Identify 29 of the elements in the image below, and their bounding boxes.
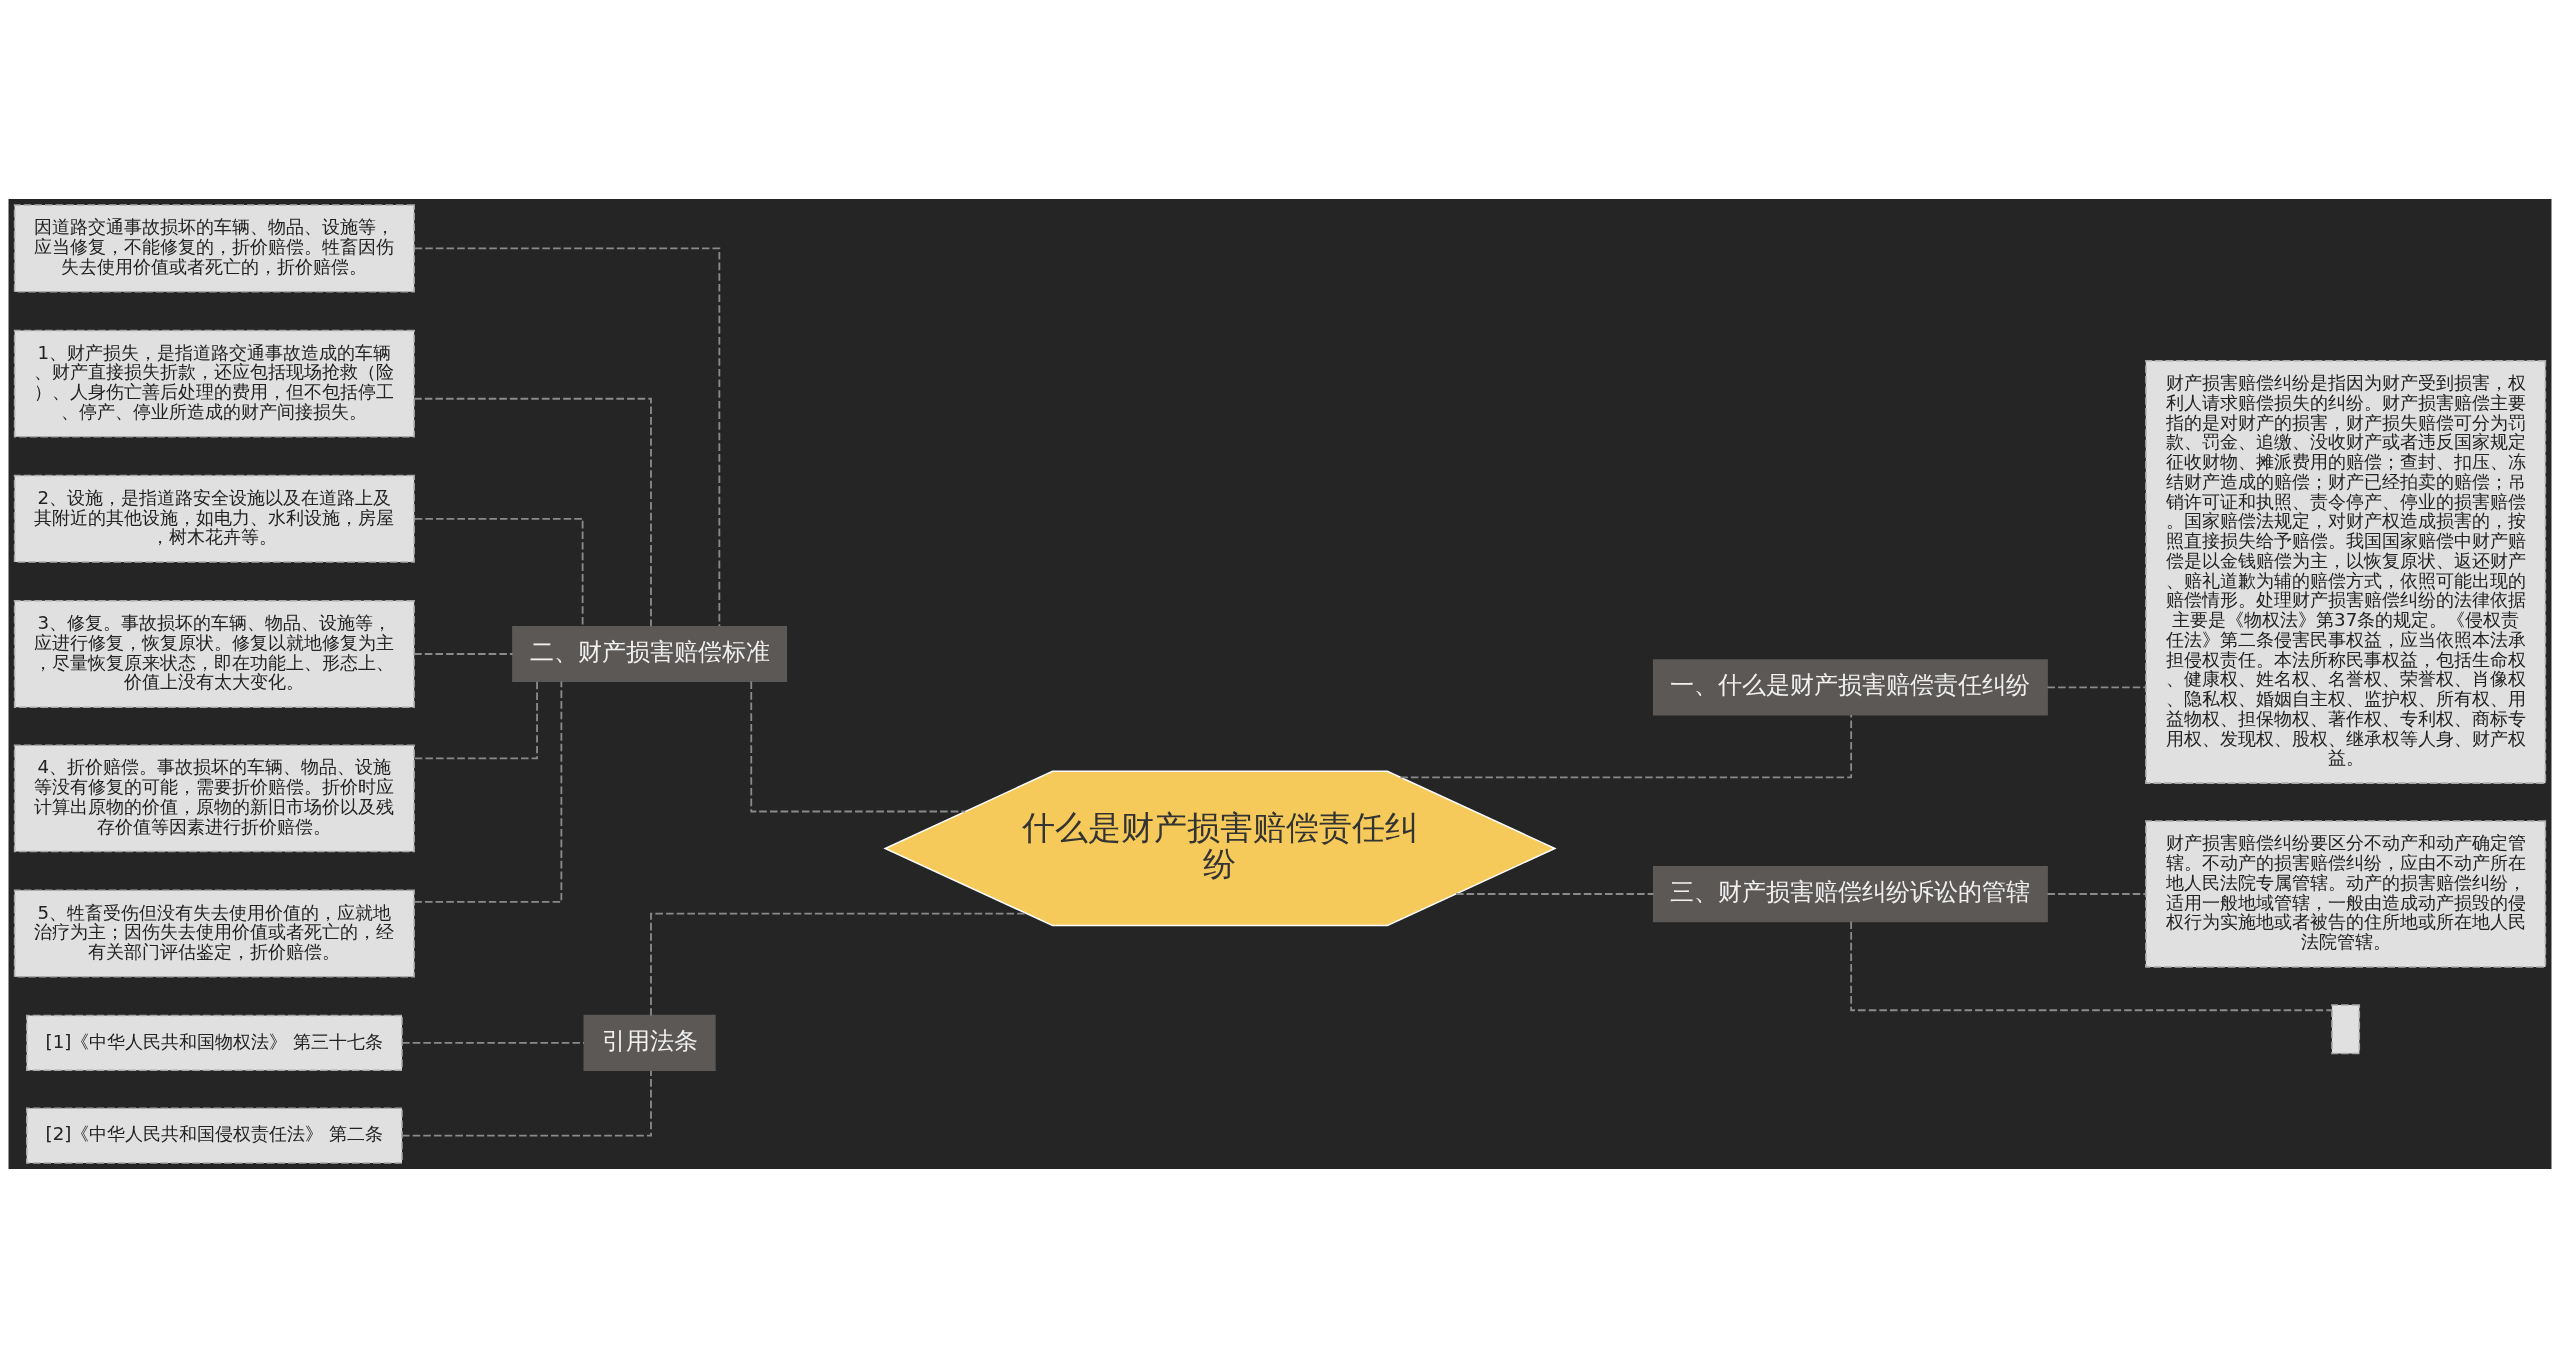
node-box: 1、财产损失，是指道路交通事故造成的车辆、财产直接损失折款，还应包括现场抢救（险）、人身伤亡善后处理的费用，但不包括停工、停产、停业所造成的财产间接损失。 [13,329,415,438]
connector [401,1069,652,1137]
connector [413,653,514,655]
node-box: 4、折价赔偿。事故损坏的车辆、物品、设施等没有修复的可能，需要折价赔偿。折价时应计算出原物的价值，原物的新旧市场价以及残存价值等因素进行折价赔偿。 [13,744,415,853]
node-box: [2]《中华人民共和国侵权责任法》 第二条 [25,1107,403,1164]
node-box: 因道路交通事故损坏的车辆、物品、设施等，应当修复，不能修复的，折价赔偿。牲畜因伤失去使用价值或者死亡的，折价赔偿。 [13,204,415,293]
connector [401,1042,585,1044]
node-box [2331,1004,2361,1055]
node-box: 5、牲畜受伤但没有失去使用价值的，应就地治疗为主；因伤失去使用价值或者死亡的，经有关部门评估鉴定，折价赔偿。 [13,889,415,978]
node-box: 引用法条 [583,1014,716,1071]
connector [2046,686,2147,689]
connector [413,247,721,628]
connector [413,397,652,628]
node-box: 2、设施，是指道路安全设施以及在道路上及其附近的其他设施，如电力、水利设施，房屋，树木花卉等。 [13,474,415,563]
node-box: 财产损害赔偿纠纷是指因为财产受到损害，权利人请求赔偿损失的纠纷。财产损害赔偿主要指的是对财产的损害，财产损失赔偿可分为罚款、罚金、追缴、没收财产或者违反国家规定征收财物、摊派费用的赔偿；查封、扣压、冻结财产造成的赔偿；财产已经拍卖的赔偿；吊销许可证和执照、责令停产、停业的损害赔偿。国家赔偿法规定，对财产权造成损害的，按照直接损失给予赔偿。我国国家赔偿中财产赔偿是以金钱赔偿为主，以恢复原状、返还财产、赔礼道歉为辅的赔偿方式，依照可能出现的赔偿情形。处理财产损害赔偿纠纷的法律依据主要是《物权法》第37条的规定。《侵权责任法》第二条侵害民事权益，应当依照本法承担侵权责任。本法所称民事权益，包括生命权、健康权、姓名权、名誉权、荣誉权、肖像权、隐私权、婚姻自主权、监护权、所有权、用益物权、担保物权、著作权、专利权、商标专用权、发现权、股权、继承权等人身、财产权益。 [2145,360,2547,784]
connector [413,680,538,760]
node-box: 3、修复。事故损坏的车辆、物品、设施等，应进行修复，恢复原状。修复以就地修复为主，尽量恢复原来状态，即在功能上、形态上、价值上没有太大变化。 [13,600,415,708]
node-box: 二、财产损害赔偿标准 [512,625,788,683]
connector [1455,893,1655,895]
node-box: 财产损害赔偿纠纷要区分不动产和动产确定管辖。不动产的损害赔偿纠纷，应由不动产所在地人民法院专属管辖。动产的损害赔偿纠纷，适用一般地域管辖，一般由造成动产损毁的侵权行为实施地或者被告的住所地或所在地人民法院管辖。 [2145,820,2547,968]
node-box: 三、财产损害赔偿纠纷诉讼的管辖 [1652,865,2048,923]
node-box: 一、什么是财产损害赔偿责任纠纷 [1652,659,2048,716]
connector [413,680,563,903]
connector [2046,893,2147,895]
connector [1399,714,1853,779]
connector [1850,920,2333,1012]
connector [650,912,1028,1017]
connector [750,680,966,813]
node-box: [1]《中华人民共和国物权法》 第三十七条 [25,1014,403,1071]
